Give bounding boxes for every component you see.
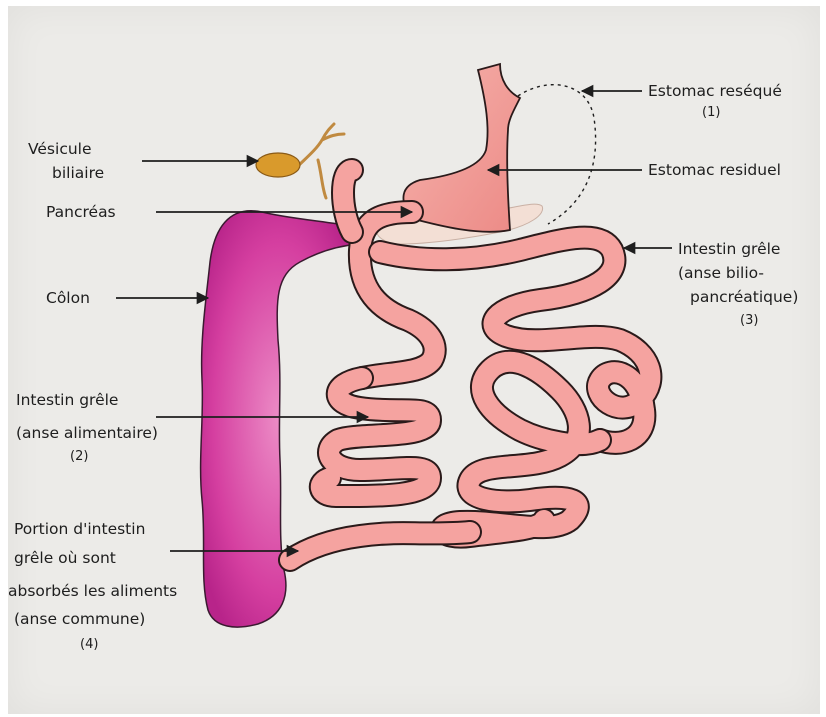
label-estomac-residuel: Estomac residuel (648, 161, 781, 179)
label-estomac-reseque-num: (1) (702, 105, 720, 120)
label-portion-4: (anse commune) (14, 610, 145, 628)
label-intestin-alim-num: (2) (70, 449, 88, 464)
label-intestin-alim-1: Intestin grêle (16, 391, 118, 409)
label-intestin-bilio-1: Intestin grêle (678, 240, 780, 258)
label-portion-2: grêle où sont (14, 549, 116, 567)
label-vesicule-1: Vésicule (28, 140, 92, 158)
central-coils (442, 362, 600, 537)
label-portion-3: absorbés les aliments (8, 582, 177, 600)
gallbladder-shape (256, 153, 300, 177)
label-portion-num: (4) (80, 637, 98, 652)
label-pancreas: Pancréas (46, 203, 116, 221)
label-colon: Côlon (46, 289, 90, 307)
label-portion-1: Portion d'intestin (14, 520, 145, 538)
alimentary-coils (321, 378, 430, 496)
resected-stomach-outline (518, 85, 596, 224)
label-estomac-reseque: Estomac reséqué (648, 82, 782, 100)
label-intestin-bilio-2: (anse bilio- (678, 264, 764, 282)
label-intestin-alim-2: (anse alimentaire) (16, 424, 158, 442)
label-intestin-bilio-3: pancréatique) (690, 288, 798, 306)
label-intestin-bilio-num: (3) (740, 313, 758, 328)
label-vesicule-2: biliaire (52, 164, 104, 182)
